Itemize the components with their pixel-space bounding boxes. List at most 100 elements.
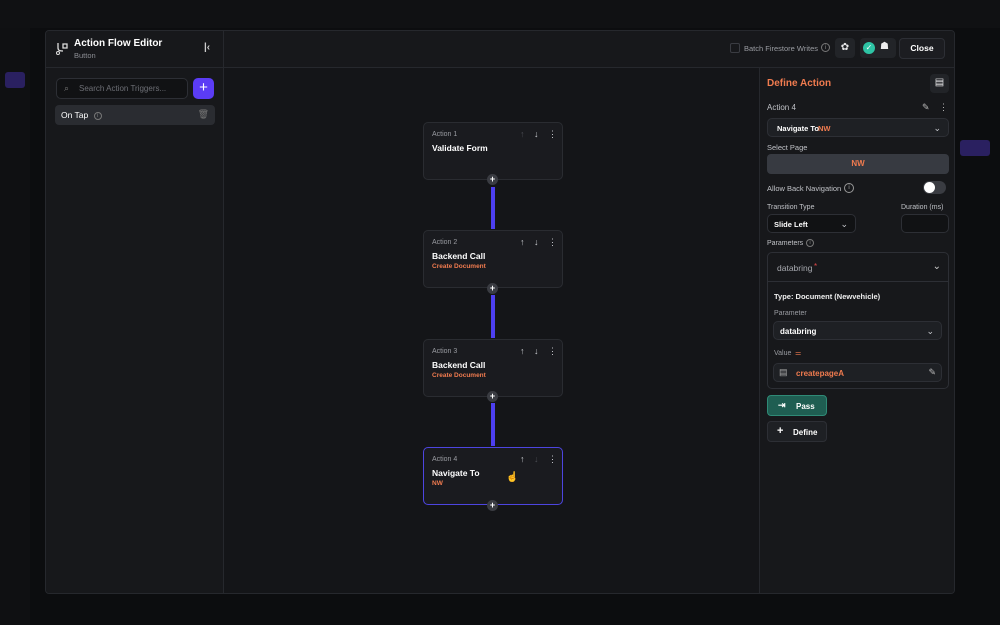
trash-icon[interactable]: 🗑: [197, 109, 209, 119]
add-action-button[interactable]: +: [487, 500, 498, 511]
connector: [491, 403, 495, 446]
allow-back-label: Allow Back Navigation: [767, 184, 842, 193]
action-label: Action 4: [767, 103, 796, 112]
add-trigger-button[interactable]: +: [193, 78, 214, 99]
transition-type-dropdown[interactable]: Slide Left ⌄: [767, 214, 856, 233]
transition-type-label: Transition Type: [767, 204, 815, 211]
pass-label: Pass: [796, 402, 815, 411]
add-action-button[interactable]: +: [487, 391, 498, 402]
info-icon[interactable]: i: [93, 111, 102, 120]
parameters-label: Parameters: [767, 240, 804, 247]
ai-brain-button[interactable]: ✿: [835, 38, 855, 58]
value-label: Value: [774, 350, 792, 357]
connector: [491, 187, 495, 229]
parameter-type: Type: Document (Newvehicle): [774, 292, 881, 301]
background-nav-item: [5, 72, 25, 88]
connector: [491, 295, 495, 338]
select-page-button[interactable]: NW: [767, 154, 949, 174]
duration-input[interactable]: [901, 214, 949, 233]
move-up-icon[interactable]: ↑: [520, 454, 525, 464]
more-icon[interactable]: ⋮: [548, 454, 557, 464]
batch-writes-label: Batch Firestore Writes: [744, 44, 819, 53]
action-type: Navigate To: [777, 124, 819, 133]
duration-label: Duration (ms): [901, 204, 944, 211]
trigger-on-tap[interactable]: On Tap i 🗑: [55, 105, 215, 125]
edit-icon[interactable]: ✎: [928, 367, 936, 377]
check-status-icon[interactable]: ✓: [863, 42, 875, 54]
action-number: Action 3: [432, 348, 458, 355]
more-icon[interactable]: ⋮: [939, 102, 948, 112]
add-action-button[interactable]: +: [487, 174, 498, 185]
chevron-down-icon: ⌄: [933, 123, 941, 133]
value-field[interactable]: ▤ createpageA ✎: [773, 363, 942, 382]
flow-icon: [56, 43, 68, 55]
bug-icon[interactable]: ☗: [880, 41, 889, 52]
parameter-name: databring: [777, 263, 813, 273]
trigger-label: On Tap: [61, 110, 89, 120]
move-down-icon[interactable]: ↓: [534, 129, 539, 139]
parameter-header[interactable]: databring * ⌄: [768, 253, 948, 282]
select-page-label: Select Page: [767, 143, 808, 152]
action-name: Backend Call: [432, 251, 486, 261]
required-mark: *: [814, 262, 818, 271]
action-card-4[interactable]: Action 4 Navigate To NW ↑ ↓ ⋮ ☝: [423, 447, 563, 505]
plus-icon: +: [777, 425, 784, 437]
move-up-icon[interactable]: ↑: [520, 346, 525, 356]
edit-icon[interactable]: ✎: [922, 102, 930, 112]
move-down-icon: ↓: [534, 454, 539, 464]
search-placeholder: Search Action Triggers...: [79, 84, 167, 93]
more-icon[interactable]: ⋮: [548, 237, 557, 247]
move-up-icon[interactable]: ↑: [520, 237, 525, 247]
define-button[interactable]: + Define: [767, 421, 827, 442]
chevron-down-icon: ⌄: [926, 326, 934, 336]
action-name: Validate Form: [432, 143, 488, 153]
move-down-icon[interactable]: ↓: [534, 237, 539, 247]
collapse-panel-icon[interactable]: |‹: [204, 42, 211, 53]
transition-value: Slide Left: [774, 220, 808, 229]
batch-writes-checkbox[interactable]: [730, 43, 740, 53]
modal-subtitle: Button: [74, 51, 96, 60]
move-up-icon: ↑: [520, 129, 525, 139]
action-number: Action 2: [432, 239, 458, 246]
search-triggers-input[interactable]: ⌕ Search Action Triggers...: [56, 78, 188, 99]
close-button[interactable]: Close: [899, 38, 945, 59]
variable-icon[interactable]: ⚌: [795, 350, 802, 357]
more-icon[interactable]: ⋮: [548, 346, 557, 356]
search-icon: ⌕: [64, 83, 70, 93]
parameter-dropdown[interactable]: databring ⌄: [773, 321, 942, 340]
allow-back-toggle[interactable]: [923, 181, 946, 194]
header-title-area: Action Flow Editor Button |‹: [46, 31, 224, 68]
toggle-knob: [924, 182, 935, 193]
modal-title: Action Flow Editor: [74, 38, 163, 49]
pass-button[interactable]: ⇥ Pass: [767, 395, 827, 416]
action-card-3[interactable]: Action 3 Backend Call Create Document ↑ …: [423, 339, 563, 397]
background-app-bar: [0, 0, 1000, 28]
action-flow-editor-modal: Action Flow Editor Button |‹ Batch Fires…: [45, 30, 955, 594]
parameter-value: databring: [780, 327, 817, 336]
mouse-cursor-icon: ☝: [506, 472, 519, 483]
parameter-section: databring * ⌄ Type: Document (Newvehicle…: [767, 252, 949, 389]
notes-icon[interactable]: ▤: [930, 74, 949, 93]
info-icon[interactable]: i: [806, 239, 814, 247]
debug-group: ✓ ☗: [860, 38, 896, 58]
modal-header: Action Flow Editor Button |‹ Batch Fires…: [46, 31, 954, 68]
define-action-panel: Define Action ▤ Action 4 ✎ ⋮ Navigate To…: [759, 68, 954, 593]
add-action-button[interactable]: +: [487, 283, 498, 294]
triggers-panel: ⌕ Search Action Triggers... + On Tap i 🗑: [46, 68, 224, 593]
more-icon[interactable]: ⋮: [548, 129, 557, 139]
info-icon[interactable]: i: [844, 183, 854, 193]
chevron-down-icon: ⌄: [840, 219, 848, 229]
action-name: Backend Call: [432, 360, 486, 370]
move-down-icon[interactable]: ↓: [534, 346, 539, 356]
parameter-label: Parameter: [774, 310, 807, 317]
action-type-dropdown[interactable]: Navigate To NW ⌄: [767, 118, 949, 137]
action-subtitle: NW: [432, 480, 443, 487]
pass-icon: ⇥: [778, 400, 786, 410]
define-action-title: Define Action: [767, 78, 832, 89]
info-icon[interactable]: i: [821, 43, 830, 52]
action-card-2[interactable]: Action 2 Backend Call Create Document ↑ …: [423, 230, 563, 288]
value-text: createpageA: [796, 369, 845, 378]
action-card-1[interactable]: Action 1 Validate Form ↑ ↓ ⋮: [423, 122, 563, 180]
action-subtitle: Create Document: [432, 263, 486, 270]
action-subtitle: Create Document: [432, 372, 486, 379]
